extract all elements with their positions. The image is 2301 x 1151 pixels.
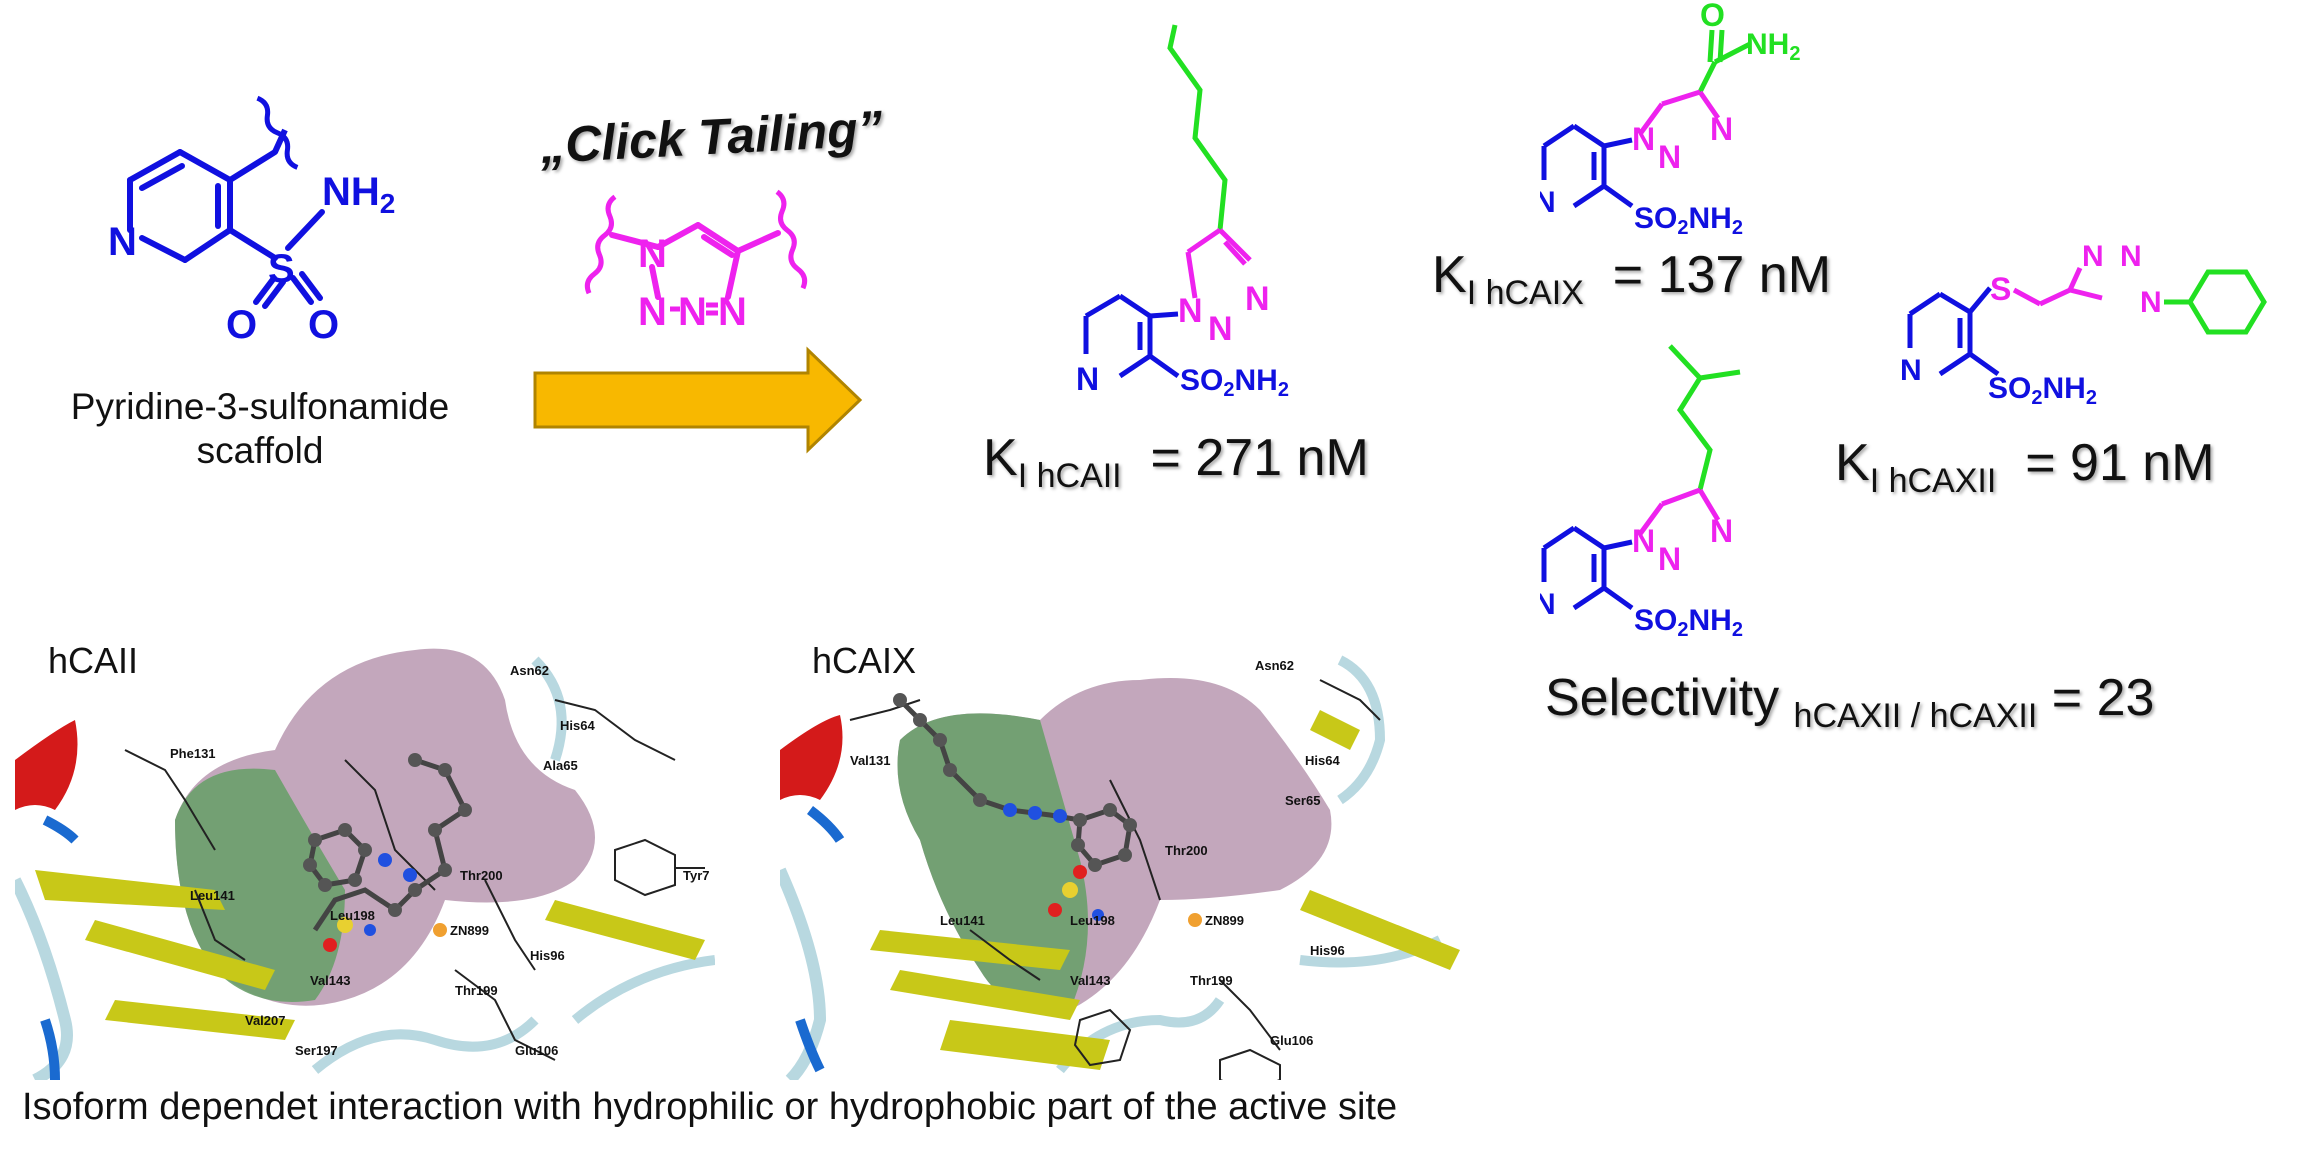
c2-nh2: NH2 [1746,28,1800,65]
c3-pyridine-n: N [1900,354,1922,387]
c4-pyridine-n: N [1540,588,1556,621]
c1-n3: N [1245,280,1270,318]
panel-label-hcaix: hCAIX [812,640,917,681]
hcaii-res-7: Thr199 [455,983,498,998]
triazole-n1: N [638,232,667,276]
docking-panel-hcaix: Val131 Leu141 Leu198 Val143 Thr200 Thr19… [780,655,1460,1080]
c2-n3: N [1710,111,1733,147]
scaffold-atom-n: N [108,220,137,264]
compound-hexyl: N N N N SO2NH2 [1076,24,1289,401]
c1-pyridine-n: N [1076,361,1099,397]
scaffold-atom-o2: O [308,303,339,347]
scaffold-atom-o1: O [226,303,257,347]
hcaii-res-11: Tyr7 [683,868,710,883]
hcaix-res-6: ZN899 [1205,913,1244,928]
scaffold-atom-nh2: NH2 [322,170,395,219]
scaffold-structure: N S O O NH2 [108,95,395,347]
triazole-n4: N [718,290,747,334]
scaffold-label-line1: Pyridine-3-sulfonamide [70,386,450,427]
hcaix-res-5: Thr199 [1190,973,1233,988]
hcaix-res-2: Leu198 [1070,913,1115,928]
hcaix-res-10: His64 [1305,753,1340,768]
c3-sulfonamide: SO2NH2 [1988,372,2097,409]
hcaix-res-1: Leu141 [940,913,985,928]
c2-o: O [1700,0,1725,33]
hcaii-res-0: Phe131 [170,746,216,761]
selectivity-label: Selectivity hCAXII / hCAXII = 23 [1545,669,2155,735]
hcaii-res-6: Thr200 [460,868,503,883]
ki-hcaix: KI hCAIX = 137 nM [1432,246,1832,312]
hcaix-res-0: Val131 [850,753,891,768]
hcaii-res-4: Leu198 [330,908,375,923]
c1-n1: N [1178,292,1203,330]
hcaii-res-3: Ser197 [295,1043,338,1058]
docking-panel-hcaii: Phe131 Leu141 Val207 Ser197 Leu198 Val14… [15,648,715,1080]
c4-n3: N [1710,513,1733,549]
hcaii-res-5: Val143 [310,973,351,988]
c3-n3: N [2140,286,2162,319]
c1-n2: N [1208,310,1233,348]
hcaii-res-1: Leu141 [190,888,235,903]
triazole-structure: N N N N [584,189,808,334]
ki-hcaii: KI hCAII = 271 nM [983,429,1369,495]
hcaii-res-8: ZN899 [450,923,489,938]
hcaix-res-11: Asn62 [1255,658,1294,673]
c4-sulfonamide: SO2NH2 [1634,604,1743,641]
hcaii-res-10: Glu106 [515,1043,558,1058]
click-tailing-title: „Click Tailing” [538,100,884,174]
c2-pyridine-n: N [1540,186,1556,219]
hcaix-res-4: Thr200 [1165,843,1208,858]
reaction-arrow [533,346,863,454]
hcaix-res-3: Val143 [1070,973,1111,988]
c3-n2: N [2120,240,2142,273]
triazole-n3: N [678,290,707,334]
hcaix-res-9: Ser65 [1285,793,1320,808]
hcaii-res-14: Asn62 [510,663,549,678]
scaffold-label: Pyridine-3-sulfonamide scaffold [30,385,490,474]
scaffold-atom-s: S [268,247,295,291]
hcaii-res-13: His64 [560,718,595,733]
c4-n1: N [1632,523,1655,559]
c3-n1: N [2082,240,2104,273]
hcaii-res-12: Ala65 [543,758,578,773]
compound-carboxamide: O NH2 N N N N SO2NH2 [1540,0,1800,239]
ki-hcaxii: KI hCAXII = 91 nM [1835,434,2215,500]
compound-cyclohexyl: N SO2NH2 S N N N [1900,240,2267,409]
c2-n1: N [1632,121,1655,157]
hcaii-res-9: His96 [530,948,565,963]
triazole-n2: N [638,290,667,334]
c2-sulfonamide: SO2NH2 [1634,202,1743,239]
c1-sulfonamide: SO2NH2 [1180,364,1289,401]
hcaix-res-7: His96 [1310,943,1345,958]
hcaii-res-2: Val207 [245,1013,286,1028]
panel-label-hcaii: hCAII [48,640,139,681]
c3-s: S [1990,271,2011,307]
compound-isopentyl: N N N N SO2NH2 [1540,344,1743,641]
bottom-caption: Isoform dependet interaction with hydrop… [22,1086,1398,1128]
c4-n2: N [1658,541,1681,577]
scaffold-label-line2: scaffold [196,430,324,472]
hcaix-res-8: Glu106 [1270,1033,1313,1048]
c2-n2: N [1658,139,1681,175]
